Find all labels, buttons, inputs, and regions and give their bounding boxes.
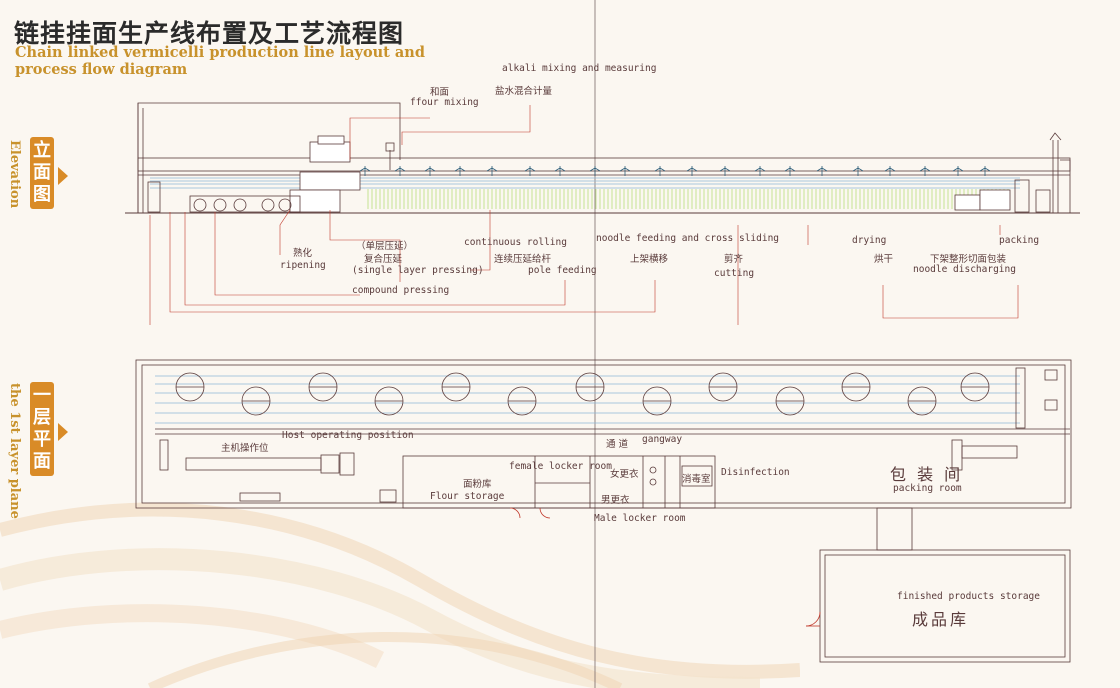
label-discharging-cn: 下架整形切面包装 xyxy=(930,254,1007,265)
elevation-title-cn: 立面图 xyxy=(33,140,51,205)
label-alkali-cn: 盐水混合计量 xyxy=(495,86,553,97)
fan-icon xyxy=(359,166,371,176)
plan-drawing xyxy=(135,359,1072,663)
label-cutting-cn: 剪齐 xyxy=(724,254,744,265)
label-flour-mixing-cn: 和面 xyxy=(430,87,450,98)
label-noodle-feeding-cn: 上架横移 xyxy=(630,254,669,265)
label-discharging-en: noodle discharging xyxy=(913,264,1016,275)
fan-icon xyxy=(919,166,931,176)
label-disinfection-en: Disinfection xyxy=(721,467,790,478)
label-flour-storage-en: Flour storage xyxy=(430,491,505,502)
label-packing-room-cn: 包 装 间 xyxy=(890,465,964,484)
label-single-en: (single layer pressing) xyxy=(352,265,484,276)
label-male-en: Male locker room xyxy=(594,513,686,524)
label-female-en: female locker room xyxy=(509,461,612,472)
label-continuous-cn: 连续压延给杆 xyxy=(494,254,552,265)
fan-icon xyxy=(524,166,536,176)
label-compound-en: compound pressing xyxy=(352,285,450,296)
plan-arrow-icon xyxy=(58,423,68,441)
label-host-en: Host operating position xyxy=(282,430,414,441)
fan-icon xyxy=(654,166,666,176)
fan-icon xyxy=(719,166,731,176)
fan-icon xyxy=(884,166,896,176)
label-gangway-cn: 通 道 xyxy=(606,439,629,450)
title-cn: 链挂挂面生产线布置及工艺流程图 xyxy=(14,19,405,48)
dryer-fans xyxy=(359,166,991,176)
label-finished-cn: 成品库 xyxy=(912,610,970,629)
fan-icon xyxy=(754,166,766,176)
label-flour-storage-cn: 面粉库 xyxy=(463,479,492,490)
label-packing-en: packing xyxy=(999,235,1040,246)
elevation-arrow-icon xyxy=(58,167,68,185)
fan-icon xyxy=(394,166,406,176)
label-finished-en: finished products storage xyxy=(897,591,1040,602)
fan-icon xyxy=(852,166,864,176)
label-cutting-en: cutting xyxy=(714,268,755,279)
fan-icon xyxy=(816,166,828,176)
dryer-strands xyxy=(367,189,1009,209)
fan-icon xyxy=(554,166,566,176)
plan-title-cn: 一层平面 xyxy=(33,385,51,472)
label-flour-mixing-en: ffour mixing xyxy=(410,97,479,108)
fan-icon xyxy=(589,166,601,176)
fan-icon xyxy=(979,166,991,176)
fan-icon xyxy=(486,166,498,176)
fan-icon xyxy=(619,166,631,176)
label-alkali-en: alkali mixing and measuring xyxy=(502,63,657,74)
title-en: Chain linked vermicelli production line … xyxy=(15,44,425,78)
elevation-leaders xyxy=(149,105,1019,325)
elevation-badge: 立面图 xyxy=(30,137,54,209)
fan-icon xyxy=(784,166,796,176)
fan-icon xyxy=(454,166,466,176)
label-noodle-feeding-en: noodle feeding and cross sliding xyxy=(596,233,780,244)
label-disinfection-cn: 消毒室 xyxy=(682,474,711,485)
fan-icon xyxy=(424,166,436,176)
label-ripening-en: ripening xyxy=(280,260,326,271)
label-drying-cn: 烘干 xyxy=(874,254,894,265)
plan-badge: 一层平面 xyxy=(30,382,54,476)
label-drying-en: drying xyxy=(852,235,887,246)
label-host-cn: 主机操作位 xyxy=(221,443,269,454)
label-ripening-cn: 熟化 xyxy=(293,248,313,259)
label-pole-feeding-en: pole feeding xyxy=(528,265,597,276)
label-single-cn: （单层压延） xyxy=(356,241,414,252)
label-gangway-en: gangway xyxy=(642,434,683,445)
label-packing-room-en: packing room xyxy=(893,483,962,494)
fan-icon xyxy=(686,166,698,176)
plan-fans xyxy=(175,372,990,416)
label-male-cn: 男更衣 xyxy=(601,495,630,506)
fan-icon xyxy=(952,166,964,176)
label-continuous-en: continuous rolling xyxy=(464,237,567,248)
label-compound-cn: 复合压延 xyxy=(364,254,403,265)
elevation-drawing xyxy=(125,102,1080,214)
decorative-swirl xyxy=(0,502,800,688)
label-female-cn: 女更衣 xyxy=(610,469,639,480)
